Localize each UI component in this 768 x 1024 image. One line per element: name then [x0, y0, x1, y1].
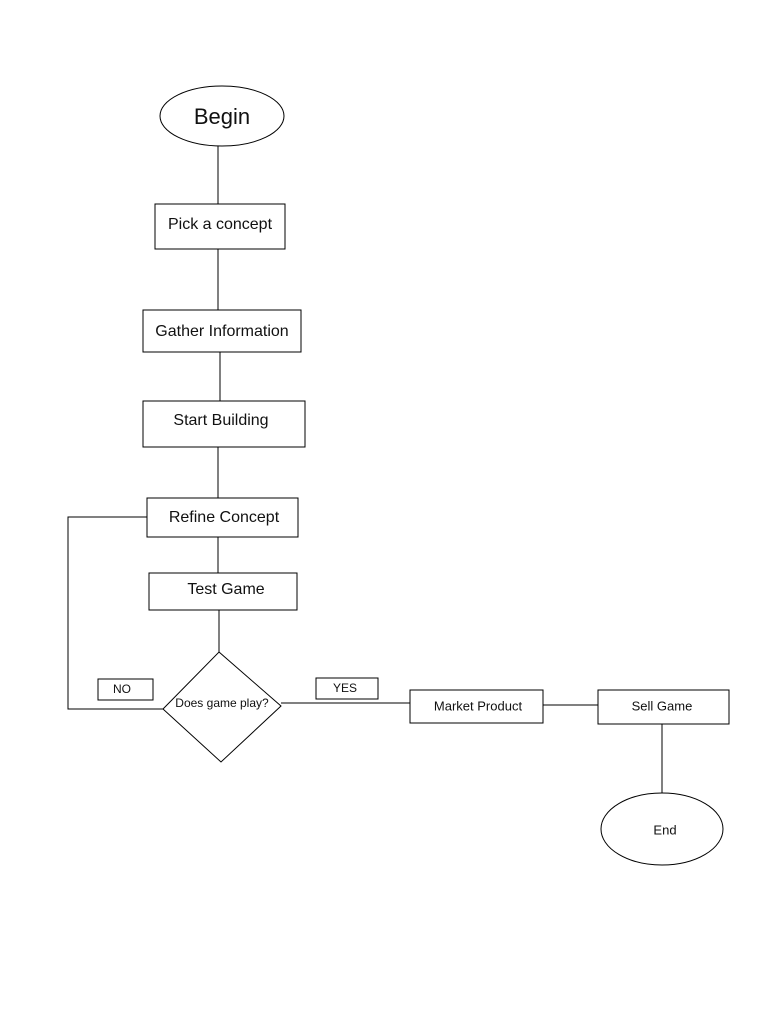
decision-diamond: [162, 651, 282, 763]
no-label-text: NO: [113, 682, 131, 696]
connector-decision-no-loop: [67, 516, 163, 710]
pick-concept-label: Pick a concept: [168, 216, 273, 233]
decision-label: Does game play?: [175, 696, 269, 710]
edge-label-yes: YES: [315, 677, 379, 700]
node-market-product: Market Product: [409, 689, 544, 724]
gather-information-label: Gather Information: [155, 323, 288, 340]
node-refine-concept: Refine Concept: [146, 497, 299, 538]
market-product-box: [409, 689, 544, 724]
begin-label: Begin: [194, 104, 250, 129]
refine-concept-label: Refine Concept: [169, 509, 280, 526]
begin-oval: [159, 85, 285, 147]
node-sell-game: Sell Game: [597, 689, 730, 725]
node-begin: Begin: [159, 85, 285, 147]
test-game-box: [148, 572, 298, 611]
node-decision: Does game play?: [162, 651, 282, 763]
node-pick-concept: Pick a concept: [154, 203, 286, 250]
no-label-box: [97, 678, 154, 701]
edge-label-no: NO: [97, 678, 154, 701]
node-end: End: [600, 792, 724, 866]
node-test-game: Test Game: [148, 572, 298, 611]
pick-concept-box: [154, 203, 286, 250]
end-oval: [600, 792, 724, 866]
yes-label-text: YES: [333, 681, 357, 695]
node-start-building: Start Building: [142, 400, 306, 448]
refine-concept-box: [146, 497, 299, 538]
yes-label-box: [315, 677, 379, 700]
sell-game-box: [597, 689, 730, 725]
start-building-label: Start Building: [173, 412, 268, 429]
sell-game-label: Sell Game: [632, 698, 693, 713]
gather-information-box: [142, 309, 302, 353]
market-product-label: Market Product: [434, 698, 523, 713]
test-game-label: Test Game: [187, 581, 264, 598]
node-gather-information: Gather Information: [142, 309, 302, 353]
connectors: [67, 146, 663, 793]
start-building-box: [142, 400, 306, 448]
end-label: End: [653, 822, 676, 837]
